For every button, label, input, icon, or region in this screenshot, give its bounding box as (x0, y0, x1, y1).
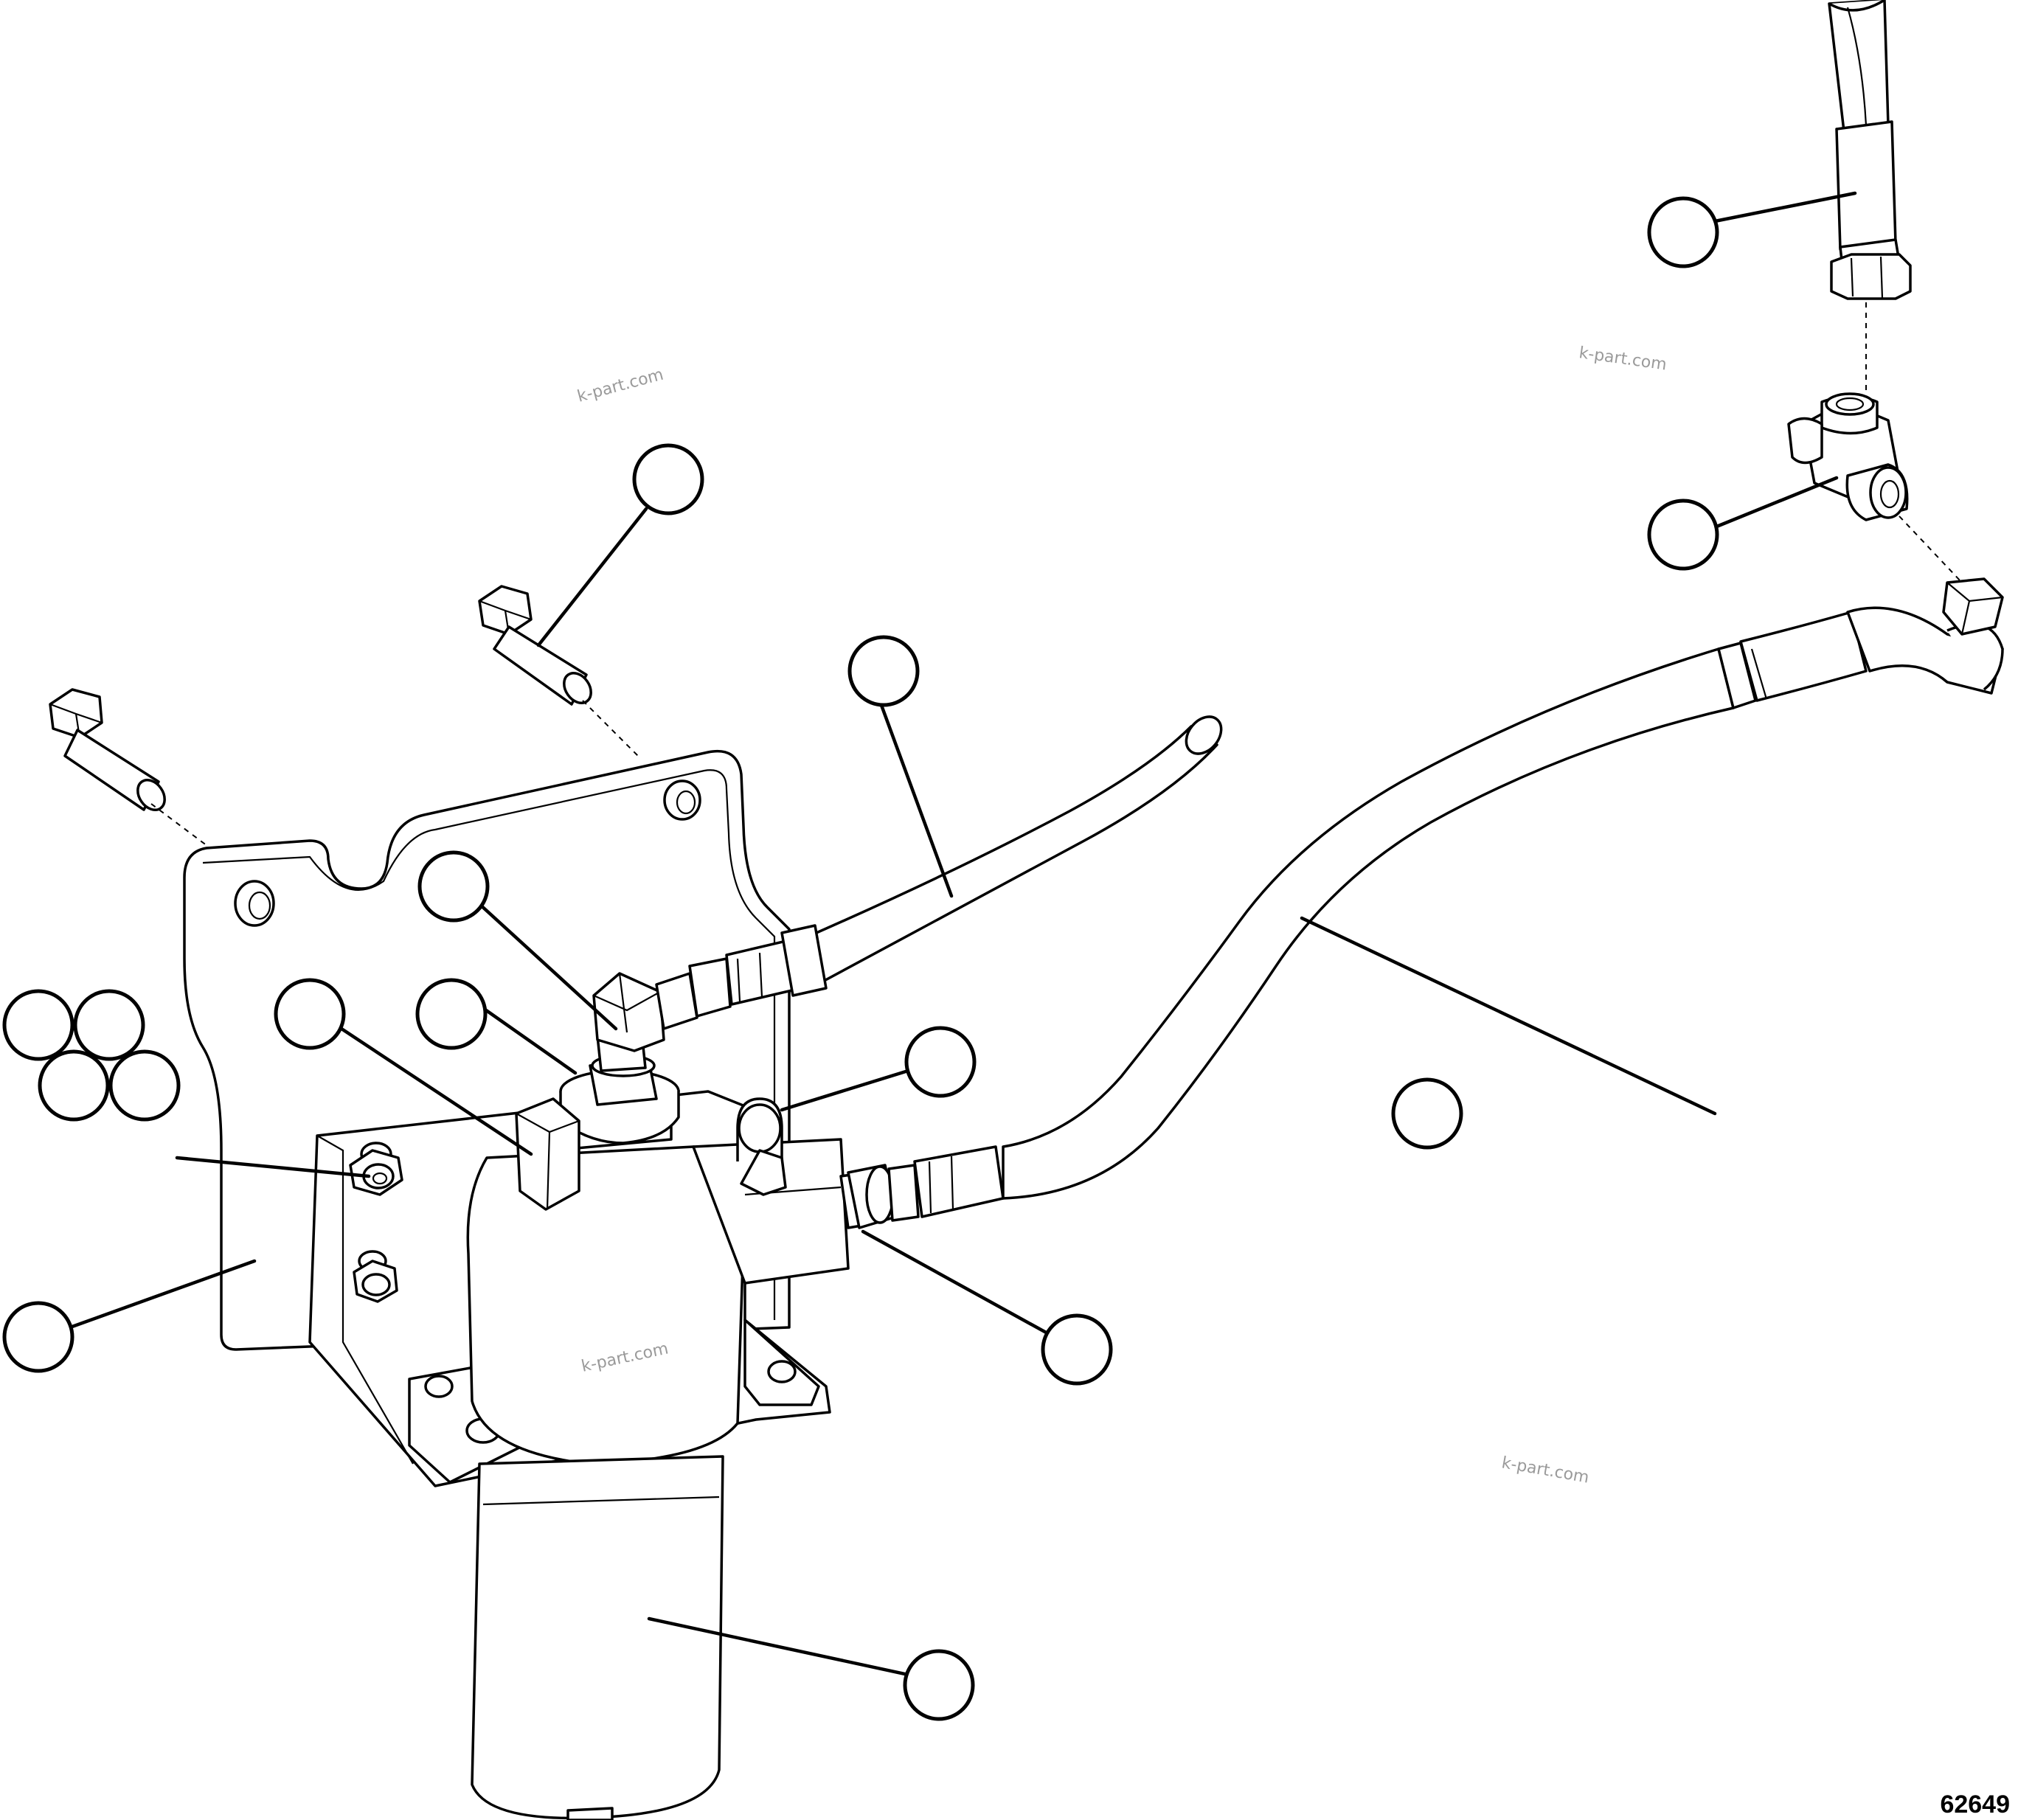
callout (1391, 1077, 1463, 1150)
callout (2, 1301, 74, 1373)
bracket-hole (234, 880, 275, 927)
tee-fitting (1787, 392, 1909, 521)
watermark: k-part.com (575, 366, 665, 406)
bolt (478, 585, 592, 706)
callout (632, 443, 704, 515)
bolt (49, 688, 166, 811)
figure-number: 62649 (1940, 1791, 2010, 1819)
callout (1647, 499, 1719, 571)
callout (415, 978, 488, 1050)
callout (1647, 196, 1719, 268)
fuel-hose-main (1002, 647, 1735, 1200)
bracket-hole (663, 779, 701, 821)
callout (904, 1026, 977, 1098)
watermark: k-part.com (1578, 344, 1668, 374)
callout (274, 978, 346, 1050)
callout (108, 1049, 181, 1122)
stud-nut (349, 1142, 403, 1196)
callout (38, 1049, 110, 1122)
hose-end-nut (1830, 253, 1912, 300)
fuel-hose-top (1828, 0, 1890, 133)
fuel-hose-upper (810, 725, 1218, 986)
callout (847, 635, 920, 707)
stud-nut (353, 1250, 398, 1303)
filter-canister (471, 1455, 724, 1820)
callout (903, 1649, 975, 1721)
callout (2, 989, 74, 1061)
callout (1041, 1313, 1113, 1386)
callout (417, 850, 490, 923)
watermark: k-part.com (1500, 1453, 1590, 1487)
filter-head-housing (466, 1145, 746, 1465)
callout (73, 989, 145, 1061)
